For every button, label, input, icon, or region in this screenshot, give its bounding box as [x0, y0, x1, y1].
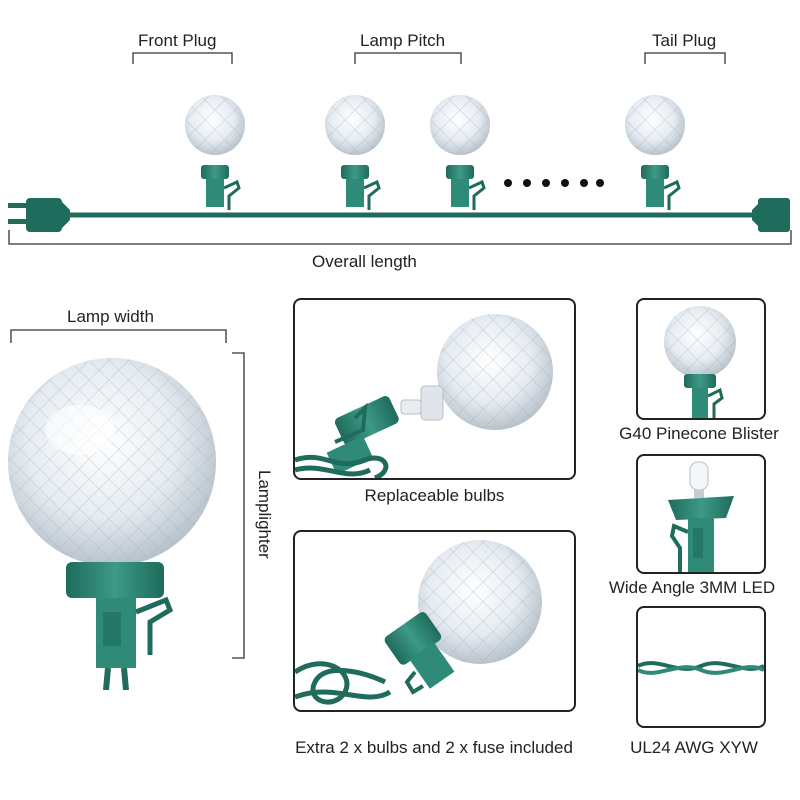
strand-bulb [325, 95, 385, 210]
lamp-height-bracket [232, 352, 245, 659]
blister-panel [636, 298, 766, 420]
lamp-pitch-bracket [354, 52, 462, 64]
continuation-dots [504, 179, 604, 187]
replaceable-bulbs-panel [293, 298, 576, 480]
lamp-pitch-label: Lamp Pitch [360, 31, 446, 50]
wire-image [638, 661, 764, 675]
wire-panel [636, 606, 766, 728]
extra-bulbs-caption: Extra 2 x bulbs and 2 x fuse included [295, 738, 573, 757]
extra-bulbs-panel [293, 530, 576, 712]
lamp-width-bracket [10, 329, 227, 343]
tail-plug-label: Tail Plug [652, 31, 717, 50]
wire-caption: UL24 AWG XYW [630, 738, 758, 757]
replaceable-bulbs-image [295, 314, 553, 478]
led-caption: Wide Angle 3MM LED [608, 578, 776, 597]
lamp-height-label-wrap: Lamplighter [252, 470, 278, 590]
lamp-width-label: Lamp width [67, 307, 154, 326]
blister-caption: G40 Pinecone Blister [619, 424, 779, 443]
extra-bulbs-image [295, 540, 542, 705]
strand-bulb [185, 95, 245, 210]
front-plug [8, 198, 70, 232]
led-panel [636, 454, 766, 574]
strand-diagram: Front Plug Lamp Pitch Tail Plug [0, 0, 800, 280]
overall-length-bracket [8, 230, 792, 245]
tail-plug [752, 198, 790, 232]
strand-bulb [625, 95, 685, 210]
light-strand [8, 95, 790, 232]
blister-image [664, 306, 736, 418]
led-image [668, 461, 734, 572]
strand-bulb [430, 95, 490, 210]
lamp-height-label: Lamplighter [255, 470, 274, 559]
tail-plug-bracket [644, 52, 726, 64]
overall-length-label: Overall length [312, 252, 417, 271]
front-plug-label: Front Plug [138, 31, 217, 50]
large-bulb [8, 358, 216, 690]
front-plug-bracket [132, 52, 233, 64]
replaceable-bulbs-caption: Replaceable bulbs [364, 486, 505, 505]
